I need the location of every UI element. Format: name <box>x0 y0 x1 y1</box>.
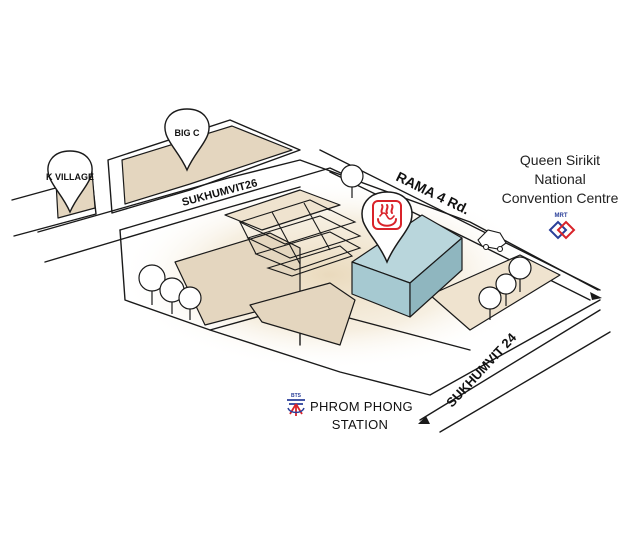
svg-text:MRT: MRT <box>555 213 568 219</box>
direction-arrows <box>418 292 602 424</box>
arrow-east-icon <box>590 292 602 300</box>
qsncc-label: Queen Sirikit National Convention Centre <box>490 151 630 208</box>
tree-cluster-east <box>478 256 532 320</box>
street-grid <box>238 199 362 277</box>
marker-k-village[interactable]: K VILLAGE <box>46 150 94 214</box>
bts-logo-icon: BTS <box>287 393 305 416</box>
station-label: PHROM PHONG STATION <box>310 398 413 434</box>
qsncc-line-1: Queen Sirikit <box>519 152 601 168</box>
car-icon <box>477 229 507 253</box>
building-side <box>409 237 463 318</box>
mrt-logo-icon: MRT <box>548 213 576 240</box>
svg-text:BTS: BTS <box>291 393 302 399</box>
station-line-2: STATION <box>331 417 389 432</box>
marker-big-c[interactable]: BIG C <box>164 108 210 172</box>
destination-marker[interactable] <box>361 191 413 264</box>
qsncc-line-3: Convention Centre <box>501 190 619 206</box>
arrow-southwest-icon <box>418 416 430 424</box>
block-south <box>249 282 356 346</box>
marker-label-big-c: BIG C <box>174 128 200 138</box>
tree-cluster-west <box>138 264 202 320</box>
qsncc-line-2: National <box>534 171 586 187</box>
station-line-1: PHROM PHONG <box>310 399 413 414</box>
destination-building[interactable] <box>351 214 463 318</box>
block-big-c <box>121 125 293 205</box>
marker-label-k-village: K VILLAGE <box>46 172 94 182</box>
tree-north <box>340 164 364 198</box>
hot-spring-icon <box>372 200 402 230</box>
trees <box>138 164 532 320</box>
